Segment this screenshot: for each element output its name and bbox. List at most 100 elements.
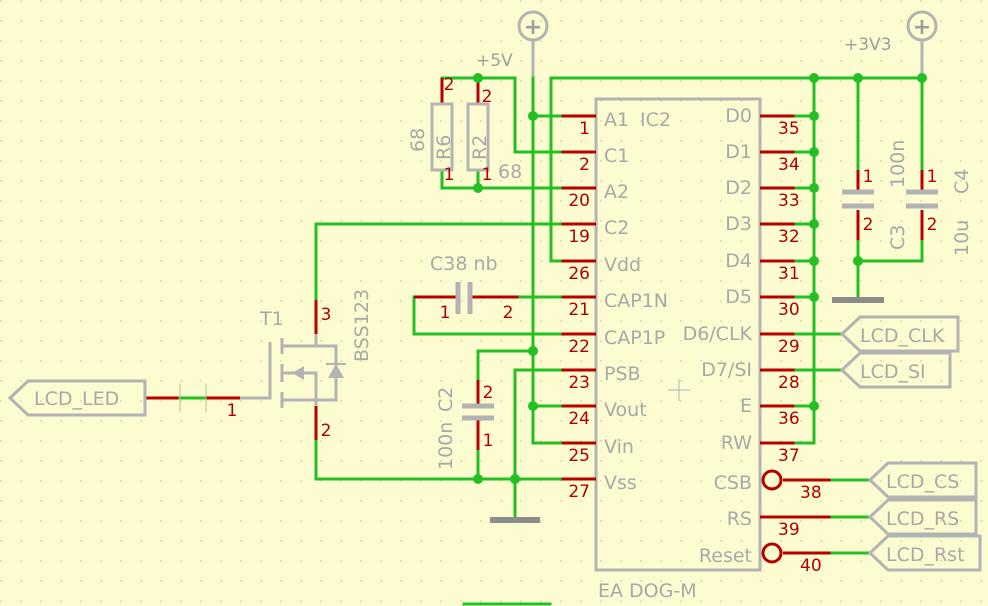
pin-name: D4 (725, 250, 752, 272)
pin-number: 31 (778, 264, 800, 284)
svg-text:1: 1 (482, 165, 493, 185)
pin-number: 28 (778, 373, 800, 393)
pin-number: 32 (778, 227, 800, 247)
port-lcd-cs[interactable]: LCD_CS (867, 461, 978, 499)
t1-ref: T1 (259, 308, 284, 330)
pin-name: CSB (714, 472, 752, 494)
port-lcd-led[interactable]: LCD_LED (7, 379, 147, 417)
svg-text:2: 2 (863, 215, 874, 235)
ic2-left-pins (560, 114, 596, 481)
c2-ref: C2 (435, 387, 457, 412)
ic2-ref: IC2 (640, 109, 671, 131)
svg-text:+: + (524, 15, 542, 40)
pin-number: 34 (778, 155, 800, 175)
svg-text:1: 1 (444, 165, 455, 185)
capacitor-c4[interactable]: 1 2 C4 10u (906, 167, 973, 256)
pin-name: D6/CLK (683, 323, 753, 345)
pin-number: 23 (568, 373, 590, 393)
pin-name: D5 (725, 286, 752, 308)
c2-value: 100n (435, 422, 457, 470)
pin-name: D0 (725, 105, 752, 127)
svg-text:2: 2 (927, 215, 938, 235)
r6-value: 68 (407, 128, 429, 152)
pin-number: 40 (800, 556, 822, 576)
svg-text:LCD_CS: LCD_CS (886, 471, 959, 493)
port-lcd-rst[interactable]: LCD_Rst (867, 534, 982, 572)
pin-name: CAP1N (604, 290, 668, 312)
c4-ref: C4 (951, 169, 973, 194)
ic2-left-pin-names: A1 C1 A2 C2 Vdd CAP1N CAP1P PSB Vout Vin… (604, 109, 668, 494)
port-lcd-si[interactable]: LCD_SI (839, 351, 952, 389)
pin-name: C1 (604, 145, 629, 167)
svg-text:2: 2 (321, 421, 332, 441)
pin-number: 35 (778, 119, 800, 139)
svg-text:+: + (913, 15, 931, 40)
supply-5v-label: +5V (476, 51, 513, 71)
supply-3v3[interactable]: + +3V3 (844, 10, 938, 78)
csb-inversion-bubble (761, 469, 783, 491)
pin-name: Vout (604, 399, 647, 421)
transistor-t1[interactable]: T1 BSS123 3 1 2 (227, 289, 373, 441)
t1-part: BSS123 (351, 289, 373, 362)
svg-text:3: 3 (321, 305, 332, 325)
c4-value: 10u (951, 220, 973, 256)
svg-text:LCD_CLK: LCD_CLK (860, 325, 945, 347)
capacitor-c2[interactable]: 2 1 C2 100n (435, 380, 494, 470)
svg-text:1: 1 (483, 431, 494, 451)
pin-number: 26 (568, 264, 590, 284)
pin-name: RW (721, 432, 752, 454)
pin-number: 25 (568, 446, 590, 466)
capacitor-c3[interactable]: 1 2 C3 100n (842, 140, 909, 250)
port-lcd-rs[interactable]: LCD_RS (867, 498, 978, 536)
ic2-right-pin-names: D0 D1 D2 D3 D4 D5 D6/CLK D7/SI E RW CSB … (683, 105, 753, 567)
resistor-r6[interactable]: 2 1 R6 68 (407, 75, 455, 185)
pin-number: 1 (579, 119, 590, 139)
pin-name: PSB (604, 363, 641, 385)
pin-number: 21 (568, 300, 590, 320)
r2-ref: R2 (469, 135, 491, 160)
pin-name: D1 (725, 141, 752, 163)
pin-number: 27 (568, 482, 590, 502)
pin-name: Reset (699, 545, 752, 567)
pin-number: 33 (778, 191, 800, 211)
pin-name: Vin (604, 436, 634, 458)
mosfet-arrow-icon (292, 366, 304, 380)
svg-text:LCD_LED: LCD_LED (34, 388, 119, 410)
svg-text:1: 1 (863, 167, 874, 187)
svg-text:LCD_SI: LCD_SI (860, 361, 926, 383)
port-lcd-clk[interactable]: LCD_CLK (839, 315, 960, 353)
pin-name: D7/SI (701, 359, 752, 381)
pin-number: 36 (778, 409, 800, 429)
junctions (473, 73, 927, 484)
c38-label: C38 nb (430, 253, 498, 275)
r6-ref: R6 (433, 135, 455, 160)
pin-number: 37 (778, 446, 800, 466)
svg-text:2: 2 (482, 87, 493, 107)
ic2-left-pin-numbers: 1 2 20 19 26 21 22 23 24 25 27 (568, 119, 590, 502)
pin-number: 20 (568, 191, 590, 211)
svg-text:2: 2 (503, 303, 514, 323)
c3-ref: C3 (887, 225, 909, 250)
supply-3v3-icon (906, 10, 938, 42)
body-diode-icon (328, 364, 344, 378)
capacitor-c38[interactable]: C38 nb 1 2 (414, 253, 542, 323)
pin-name: D2 (725, 177, 752, 199)
svg-text:2: 2 (444, 75, 455, 95)
ic2-right-pins (760, 114, 832, 564)
resistor-r2[interactable]: 2 1 R2 68 (466, 87, 522, 185)
pin-name: Vdd (604, 254, 641, 276)
ic2-part: EA DOG-M (598, 580, 697, 602)
pin-name: CAP1P (604, 327, 665, 349)
svg-text:LCD_Rst: LCD_Rst (886, 544, 965, 566)
supply-5v-icon (517, 10, 549, 42)
pin-number: 29 (778, 337, 800, 357)
c3-value: 100n (887, 140, 909, 188)
svg-text:1: 1 (927, 167, 938, 187)
pin-number: 19 (568, 227, 590, 247)
pin-name: A2 (604, 181, 629, 203)
svg-text:LCD_RS: LCD_RS (886, 508, 959, 530)
supply-5v[interactable]: + +5V (476, 10, 549, 78)
svg-text:1: 1 (440, 303, 451, 323)
